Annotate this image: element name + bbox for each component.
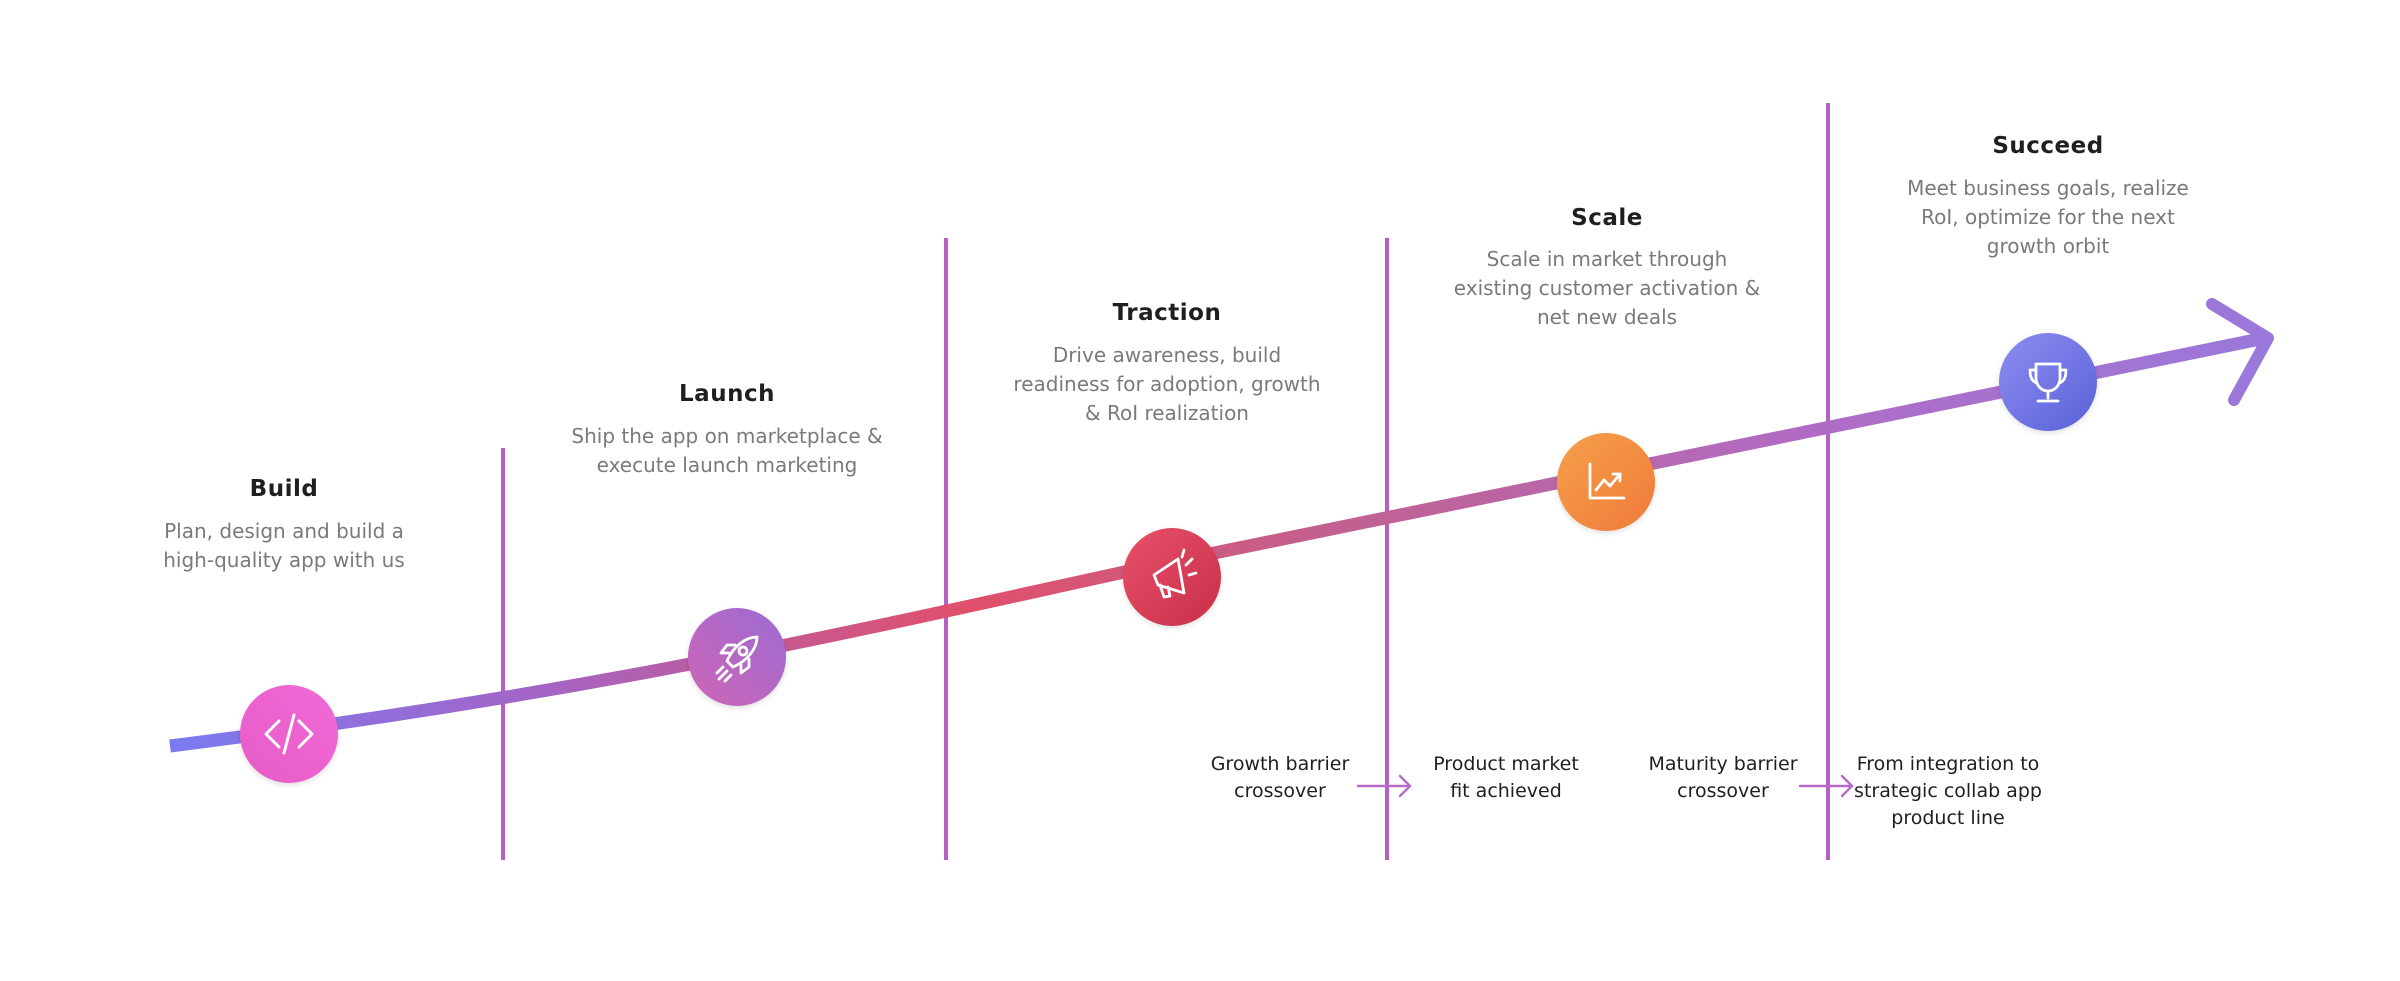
milestone-traction [1123,528,1221,626]
chart-growth-icon [1588,462,1626,500]
arrow-right-icon [1798,774,1854,798]
stage-title-launch: Launch [679,381,775,407]
stage-description-launch: Ship the app on marketplace & execute la… [571,424,883,477]
stage-description-scale: Scale in market through existing custome… [1453,247,1761,329]
note-strategic-collab: From integration to strategic collab app… [1854,753,2042,829]
rocket-icon [715,635,759,683]
stage-title-traction: Traction [1112,300,1222,326]
arrow-right-icon [1356,774,1412,798]
growth-arrowhead [2206,298,2274,406]
stage-title-succeed: Succeed [1992,133,2104,159]
note-maturity-barrier: Maturity barrier crossover [1648,753,1798,802]
note-product-market-fit: Product market fit achieved [1433,753,1579,802]
milestone-launch [688,608,786,706]
megaphone-icon [1152,548,1198,599]
stage-description-succeed: Meet business goals, realize RoI, optimi… [1907,176,2189,258]
stage-title-scale: Scale [1571,205,1643,231]
note-growth-barrier: Growth barrier crossover [1210,753,1350,802]
stage-description-traction: Drive awareness, build readiness for ado… [1013,343,1321,425]
stage-description-build: Plan, design and build a high-quality ap… [163,519,405,572]
trophy-icon [2028,362,2068,403]
milestone-succeed [1999,333,2097,431]
milestone-scale [1557,433,1655,531]
milestone-build [240,685,338,783]
code-icon [264,713,314,755]
stage-title-build: Build [249,476,319,502]
